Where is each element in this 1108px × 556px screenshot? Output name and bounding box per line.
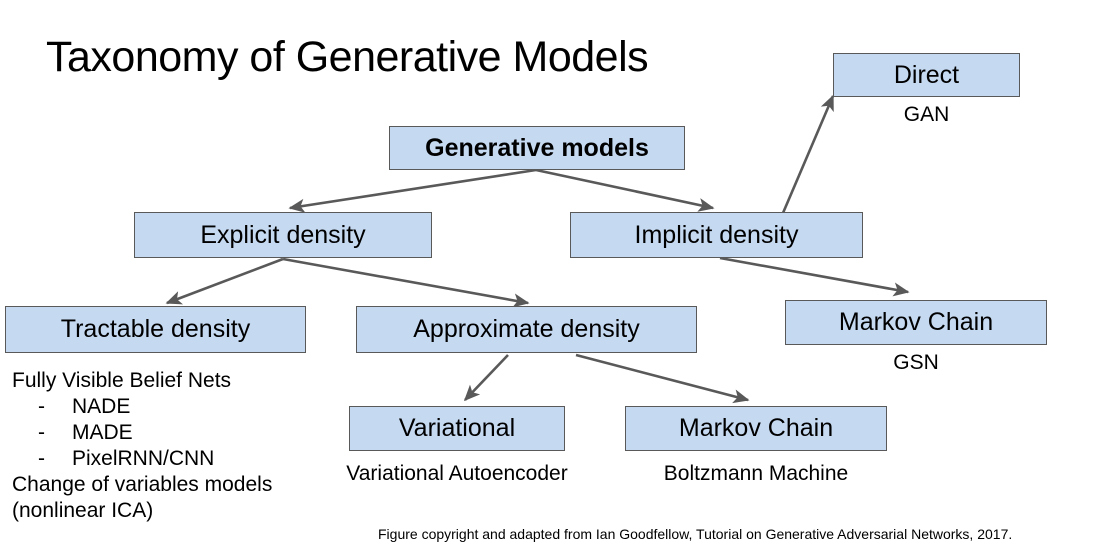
- node-variational[interactable]: Variational: [349, 406, 565, 451]
- node-generative-models[interactable]: Generative models: [389, 126, 685, 170]
- detail-item-pixelrnn-cnn-label: PixelRNN/CNN: [72, 447, 215, 470]
- caption-direct-gan: GAN: [903, 103, 950, 126]
- bullet-dash-icon: -: [38, 395, 45, 418]
- edge-approximate-to-variational: [463, 354, 509, 402]
- edge-explicit-to-approximate: [282, 257, 530, 308]
- caption-variational-autoencoder: Variational Autoencoder: [346, 462, 568, 485]
- detail-item-pixelrnn-cnn: - PixelRNN/CNN: [12, 446, 272, 472]
- node-markov-chain-approx[interactable]: Markov Chain: [625, 406, 887, 451]
- figure-credit: Figure copyright and adapted from Ian Go…: [378, 526, 1013, 542]
- node-implicit-density[interactable]: Implicit density: [570, 212, 863, 258]
- edge-implicit-to-direct: [781, 94, 835, 214]
- caption-markov-chain-gsn: GSN: [893, 351, 939, 374]
- bullet-dash-icon: -: [38, 447, 45, 470]
- node-explicit-density[interactable]: Explicit density: [134, 212, 432, 258]
- detail-line-fully-visible-belief-nets: Fully Visible Belief Nets: [12, 369, 232, 392]
- node-markov-chain-implicit[interactable]: Markov Chain: [785, 300, 1047, 345]
- detail-line-nonlinear-ica: (nonlinear ICA): [12, 499, 154, 522]
- edge-generative-to-implicit: [535, 168, 715, 212]
- edge-explicit-to-tractable: [165, 257, 284, 305]
- node-approximate-density[interactable]: Approximate density: [356, 306, 697, 353]
- edge-implicit-to-markov-chain: [719, 256, 910, 297]
- tractable-density-details: Fully Visible Belief Nets - NADE - MADE - P…: [12, 368, 272, 524]
- detail-item-made: - MADE: [12, 420, 272, 446]
- page-title: Taxonomy of Generative Models: [46, 33, 649, 81]
- detail-item-nade-label: NADE: [72, 395, 131, 418]
- detail-item-nade: - NADE: [12, 394, 272, 420]
- caption-boltzmann-machine: Boltzmann Machine: [663, 462, 849, 485]
- detail-item-made-label: MADE: [72, 421, 133, 444]
- bullet-dash-icon: -: [38, 421, 45, 444]
- detail-line-change-of-variables: Change of variables models: [12, 473, 273, 496]
- node-tractable-density[interactable]: Tractable density: [5, 306, 306, 353]
- edge-generative-to-explicit: [288, 168, 537, 213]
- node-direct[interactable]: Direct: [833, 53, 1020, 97]
- edge-approximate-to-markov-chain: [575, 353, 750, 404]
